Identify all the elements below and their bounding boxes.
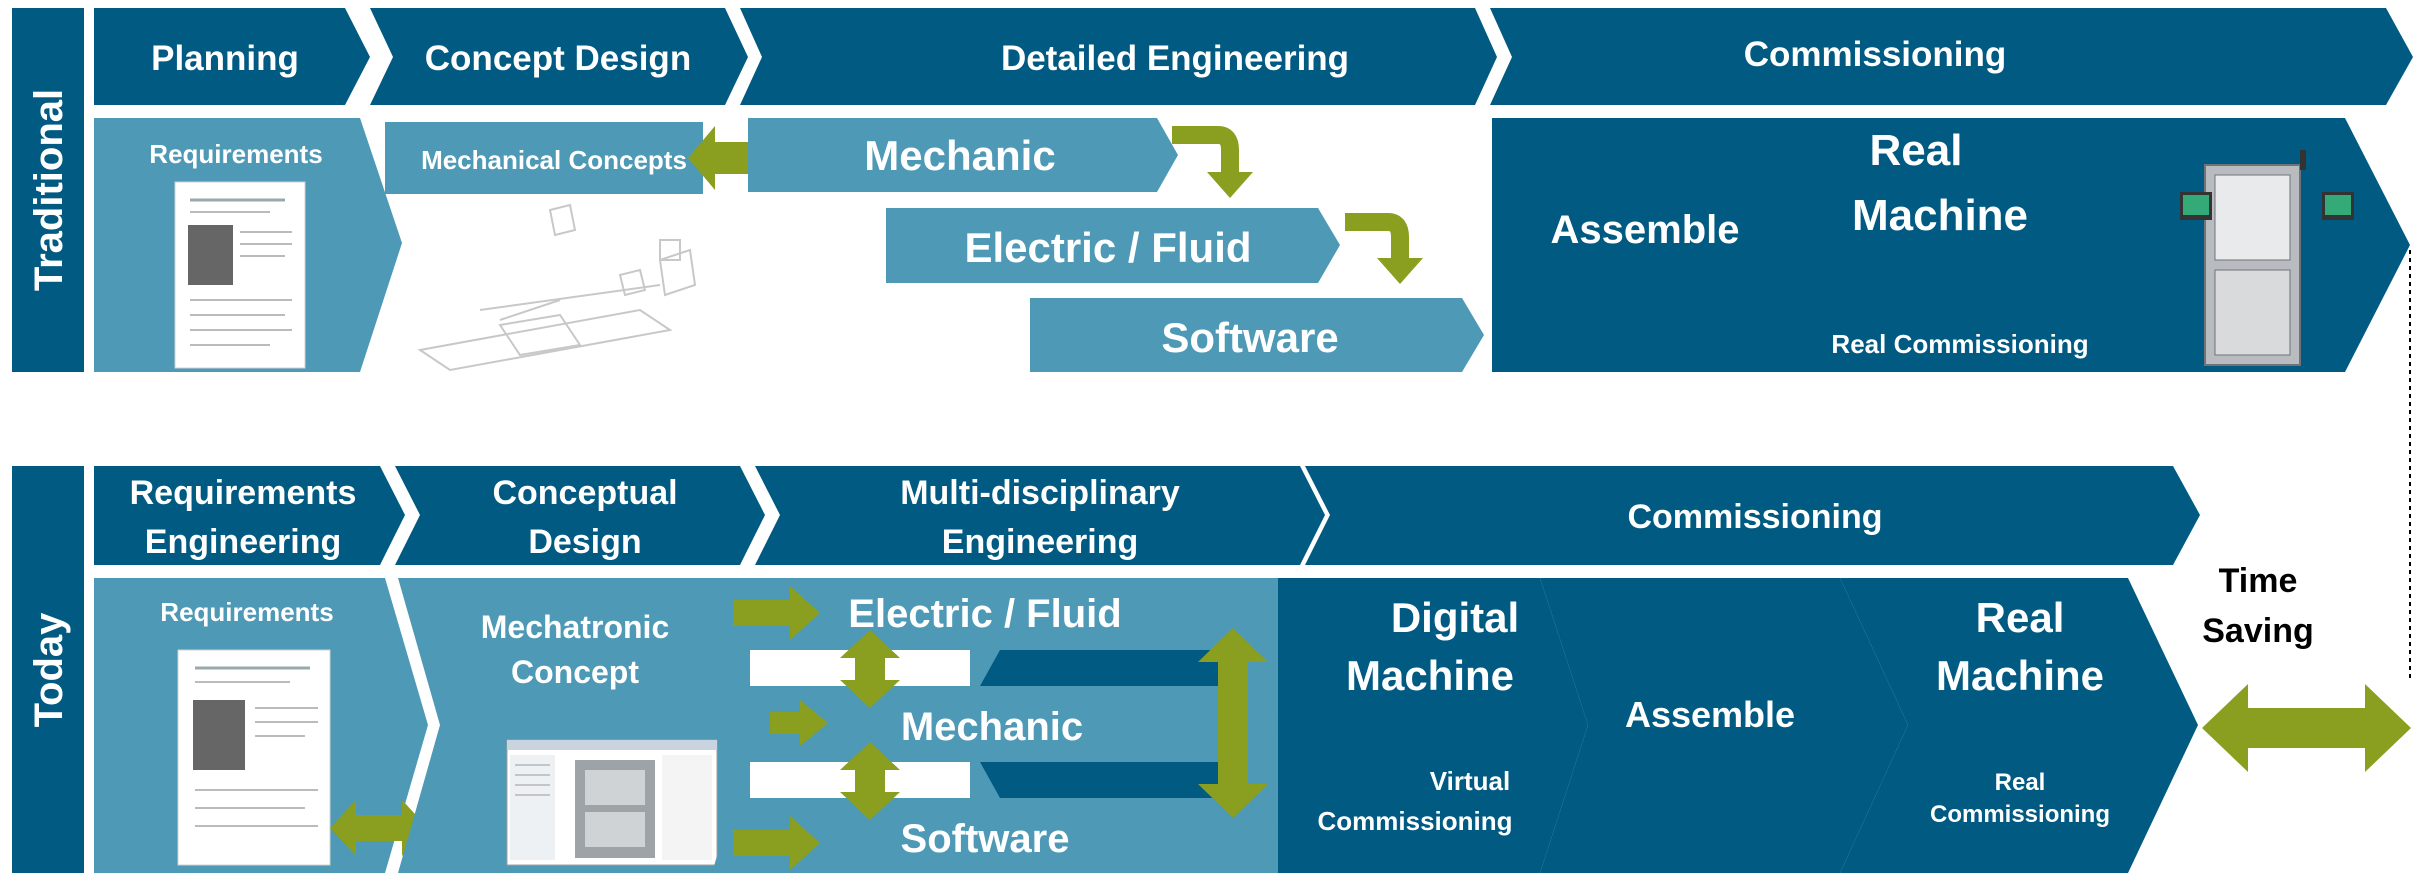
digital-machine-line1: Digital — [1391, 594, 1519, 641]
today-software-label: Software — [901, 817, 1070, 861]
today-real-commissioning-line1: Real — [1995, 769, 2046, 796]
phase-req-eng-line2: Engineering — [145, 523, 341, 561]
mechatronic-label-line2: Concept — [511, 654, 639, 690]
today-assemble-label: Assemble — [1625, 694, 1795, 735]
today-requirements-document-thumbnail — [177, 649, 331, 866]
flow-arrowhead-2 — [1377, 258, 1423, 284]
software-label: Software — [1161, 314, 1338, 361]
real-machine-photo — [2180, 150, 2354, 366]
phase-conceptual-line1: Conceptual — [492, 474, 677, 512]
today-requirements-label: Requirements — [160, 597, 333, 627]
today-real-machine-line2: Machine — [1936, 652, 2104, 699]
phase-multidisciplinary-engineering — [755, 466, 1325, 565]
traditional-section: Traditional Planning Concept Design Deta… — [12, 8, 2413, 372]
double-arrow-requirements-concept — [330, 800, 428, 856]
real-machine-label-line1: Real — [1870, 126, 1963, 175]
today-section: Today Requirements Engineering Conceptua… — [12, 466, 2411, 873]
time-saving-double-arrow — [2202, 684, 2411, 772]
virtual-commissioning-line2: Commissioning — [1317, 806, 1512, 836]
phase-multi-line1: Multi-disciplinary — [900, 474, 1180, 512]
traditional-row-label: Traditional — [27, 89, 71, 291]
today-electric-fluid-block — [820, 578, 1278, 642]
time-saving-line2: Saving — [2202, 612, 2313, 650]
phase-multi-line2: Engineering — [942, 523, 1138, 561]
mechanical-concepts-block — [385, 122, 703, 194]
phase-planning — [94, 8, 370, 105]
digital-machine-block — [1278, 578, 1588, 873]
flow-arrowhead-1 — [1207, 172, 1253, 198]
virtual-commissioning-line1: Virtual — [1430, 766, 1510, 796]
phase-planning-label: Planning — [151, 39, 299, 78]
phase-commissioning-label: Commissioning — [1744, 35, 2007, 74]
today-assemble-block — [1540, 578, 1908, 873]
today-real-commissioning-line2: Commissioning — [1930, 801, 2110, 828]
phase-detailed-engineering-label: Detailed Engineering — [1001, 39, 1349, 78]
phase-detailed-engineering — [740, 8, 1497, 105]
today-mechanic-label: Mechanic — [901, 705, 1083, 749]
phase-conceptual-line2: Design — [528, 523, 641, 561]
today-mechanic-block — [820, 690, 1278, 760]
phase-commissioning — [1490, 8, 2413, 105]
flow-arrow-mechanic-electric — [1172, 126, 1239, 178]
dark-band-1 — [980, 650, 1228, 686]
today-real-machine-line1: Real — [1976, 594, 2065, 641]
requirements-label: Requirements — [149, 139, 322, 169]
traditional-label-bar — [12, 8, 84, 372]
mechanic-block — [748, 118, 1178, 192]
today-real-machine-block — [1840, 578, 2198, 873]
phase-concept-design-label: Concept Design — [425, 39, 691, 78]
electric-fluid-block — [886, 208, 1340, 283]
requirements-document-thumbnail — [174, 181, 306, 369]
assemble-label: Assemble — [1551, 208, 1740, 252]
real-commissioning-label: Real Commissioning — [1831, 329, 2088, 359]
electric-fluid-label: Electric / Fluid — [964, 224, 1251, 271]
commissioning-block — [1492, 118, 2410, 372]
arrow-into-mechanic — [770, 700, 828, 746]
arrow-into-electric — [733, 586, 820, 640]
phase-req-eng-line1: Requirements — [130, 474, 357, 512]
phase-concept-design — [370, 8, 748, 105]
double-arrow-lanes-to-digital — [1198, 628, 1268, 818]
double-arrow-mechanic-software — [840, 742, 900, 820]
double-arrow-electric-mechanic — [840, 630, 900, 708]
time-saving-line1: Time — [2219, 562, 2298, 600]
digital-machine-line2: Machine — [1346, 652, 1514, 699]
software-block — [1030, 298, 1484, 372]
today-software-block — [820, 802, 1278, 873]
today-electric-fluid-label: Electric / Fluid — [848, 592, 1121, 636]
dark-band-2 — [980, 762, 1228, 798]
phase-today-commissioning — [1305, 466, 2200, 565]
arrow-into-software — [733, 816, 820, 870]
mechatronic-label-line1: Mechatronic — [481, 609, 669, 645]
phase-today-commissioning-label: Commissioning — [1627, 498, 1882, 536]
mechanical-concepts-label: Mechanical Concepts — [421, 145, 687, 175]
today-row-label: Today — [27, 612, 71, 728]
flow-arrow-electric-software — [1345, 213, 1409, 262]
real-machine-label-line2: Machine — [1852, 191, 2028, 240]
mechanical-concept-sketch — [417, 203, 697, 372]
mechatronic-software-screenshot — [506, 739, 718, 866]
mechanic-label: Mechanic — [864, 132, 1055, 179]
phase-requirements-engineering — [94, 466, 405, 565]
today-label-bar — [12, 466, 84, 873]
phase-conceptual-design — [395, 466, 765, 565]
